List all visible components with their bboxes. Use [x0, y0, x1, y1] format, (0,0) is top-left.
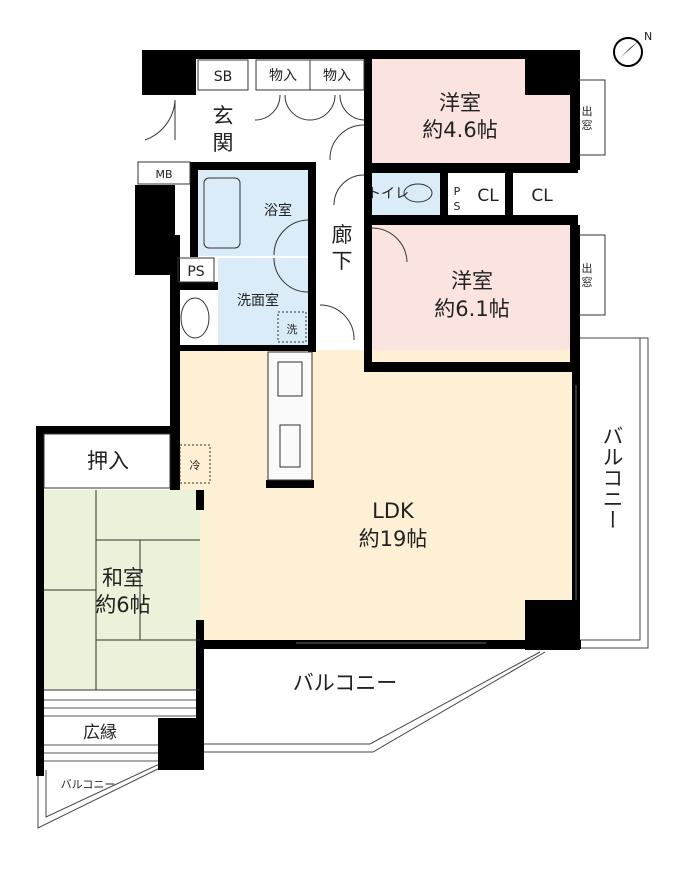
- compass-icon: N: [613, 30, 652, 67]
- svg-text:N: N: [644, 30, 652, 43]
- entrance-label-2: 関: [213, 131, 234, 155]
- closet-doors: [254, 94, 365, 121]
- stove: [277, 361, 303, 397]
- room-toilet: [370, 172, 440, 217]
- entrance-door: [144, 99, 176, 141]
- washroom-label: 洗面室: [237, 292, 279, 309]
- fridge-label: 冷: [190, 459, 201, 472]
- cl2-label: CL: [531, 186, 553, 206]
- mb-box: [137, 161, 191, 185]
- ps2-label-bottom: S: [454, 200, 461, 213]
- entrance-label-1: 玄: [213, 104, 234, 128]
- fridge-space: [179, 444, 211, 484]
- toilet-bowl: [403, 183, 433, 203]
- balcony-small-label: バルコニー: [61, 778, 116, 791]
- ldk-name: LDK: [372, 499, 415, 523]
- hallway-label-1: 廊: [332, 223, 353, 247]
- hallway-label-2: 下: [332, 249, 353, 273]
- hall-door-2: [333, 174, 365, 206]
- bathtub: [203, 177, 241, 249]
- room-ldk: [176, 350, 576, 642]
- western1-name: 洋室: [439, 91, 481, 115]
- balcony-small: [37, 759, 177, 829]
- bay1-bottom: 窓: [582, 118, 593, 132]
- sb-label: SB: [214, 69, 233, 85]
- balcony-bottom-label: バルコニー: [293, 671, 398, 695]
- storage-label-1: 物入: [269, 68, 297, 84]
- room-washroom: [218, 258, 310, 346]
- bay1-top: 出: [582, 104, 593, 118]
- bay-window-1: [578, 79, 606, 156]
- cl1-label: CL: [477, 186, 499, 206]
- mb-label: MB: [155, 168, 172, 181]
- hiroen-label: 広縁: [83, 723, 117, 743]
- ps2-label-top: P: [454, 185, 461, 198]
- storage-2: [309, 59, 365, 91]
- western1-size: 約4.6帖: [422, 118, 497, 142]
- bay-window-2: [578, 234, 606, 316]
- storage-label-2: 物入: [323, 68, 351, 84]
- wash-door: [273, 257, 309, 293]
- ps1-label: PS: [187, 264, 204, 280]
- ps-box: [177, 257, 215, 283]
- balcony-right-label: バルコニー: [600, 425, 624, 530]
- toilet-label: トイレ: [367, 186, 409, 202]
- room-bath: [198, 170, 310, 256]
- kitchen-sink: [279, 424, 301, 468]
- ldk-size: 約19帖: [359, 527, 428, 551]
- oshiire-label: 押入: [87, 449, 129, 473]
- room-western-2: [370, 225, 575, 365]
- washbasin: [180, 297, 210, 339]
- bay2-top: 出: [582, 261, 593, 275]
- room-door-2: [371, 227, 408, 263]
- western2-size: 約6.1帖: [434, 297, 509, 321]
- japanese-size: 約6帖: [95, 593, 150, 617]
- sb-closet: [197, 59, 249, 91]
- washer-label: 洗: [287, 323, 298, 336]
- washer-space: [277, 311, 307, 343]
- engawa-slats: [44, 699, 196, 762]
- bath-door: [273, 219, 309, 256]
- bay2-bottom: 窓: [582, 275, 593, 289]
- balcony-bottom: [200, 651, 546, 753]
- western2-name: 洋室: [451, 269, 493, 293]
- hall-door-1: [329, 124, 365, 161]
- oshiire-closet: [43, 433, 171, 489]
- ldk-door: [319, 304, 355, 341]
- japanese-name: 和室: [102, 566, 144, 590]
- kitchen-counter: [267, 351, 313, 481]
- bath-label: 浴室: [264, 202, 292, 219]
